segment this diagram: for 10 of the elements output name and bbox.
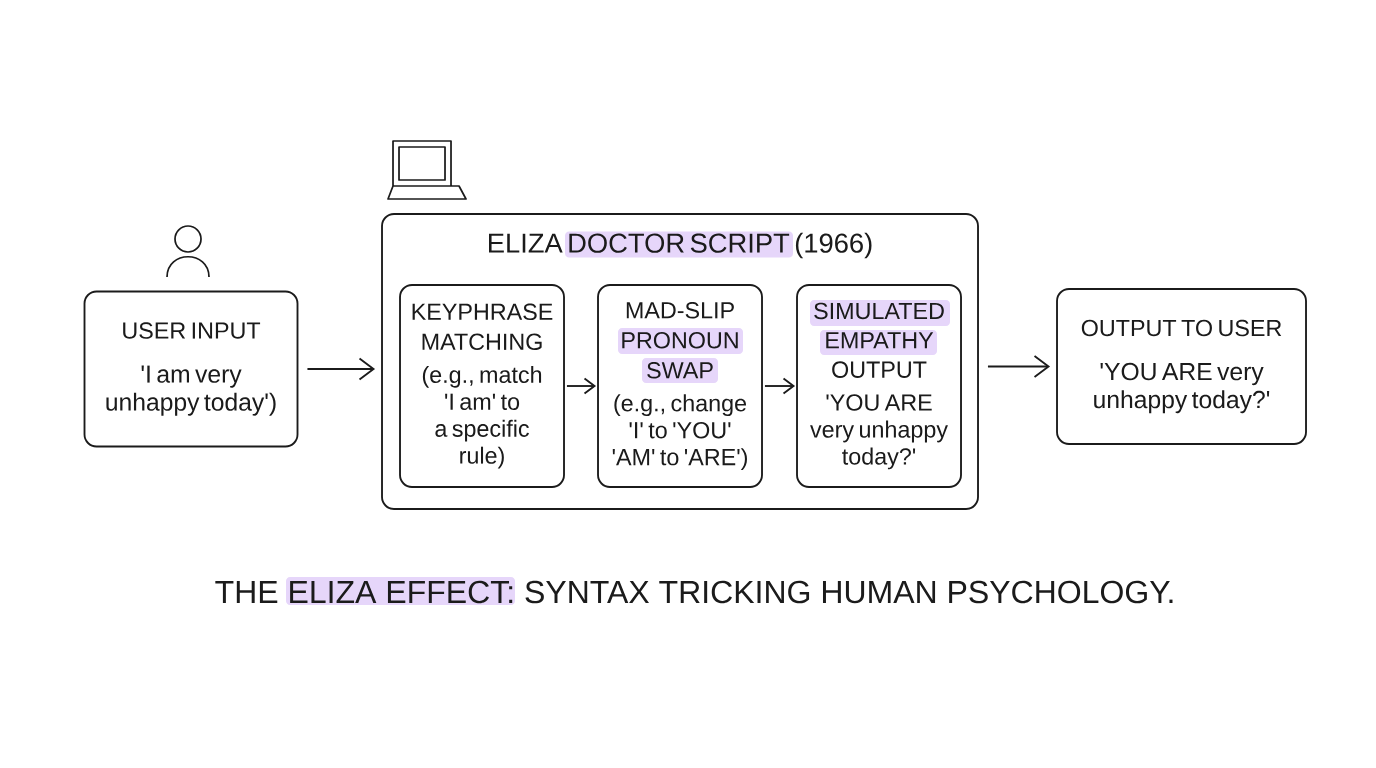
arrow (764, 377, 796, 395)
process-box: USER INPUT 'I am very unhappy today') (83, 290, 299, 448)
process-box: MAD-SLIP PRONOUN SWAP (e.g., change 'I' to 'YOU' 'AM' to 'ARE') (597, 284, 763, 488)
caption: THE ELIZA EFFECT: SYNTAX TRICKING HUMAN PSYCHOLOGY. (215, 577, 1173, 605)
process-box: KEYPHRASE MATCHING (e.g., match 'I am' to a specific rule) (399, 284, 565, 488)
arrow (566, 377, 597, 395)
arrow (987, 355, 1051, 378)
process-box: OUTPUT TO USER 'YOU ARE very unhappy today?' (1056, 288, 1307, 445)
process-box: SIMULATED EMPATHY OUTPUT 'YOU ARE very unhappy today?' (796, 284, 962, 488)
arrow (306, 357, 376, 381)
